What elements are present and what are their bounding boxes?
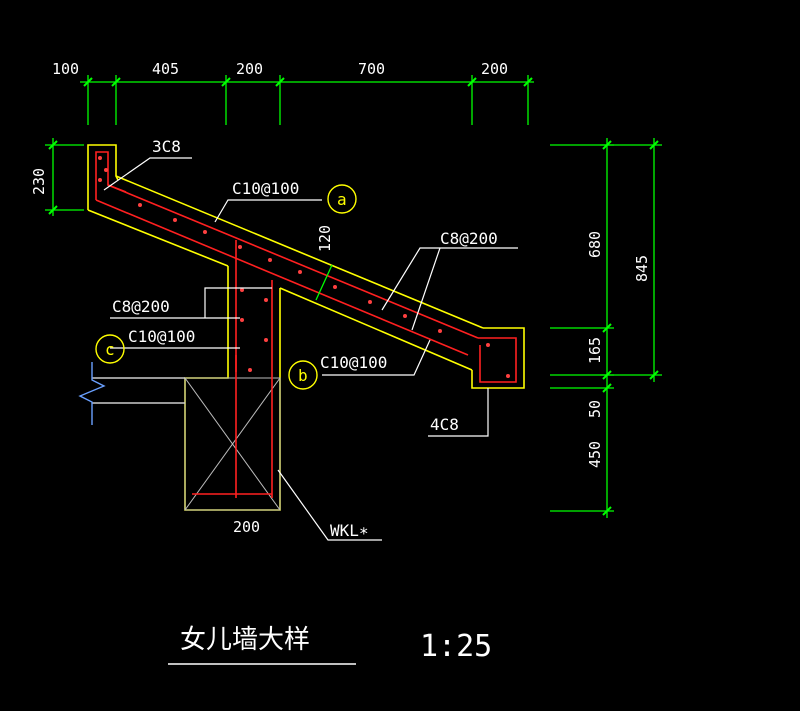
dimension-text: 100 405 200 700 200 230 680 165 50 450 8… xyxy=(30,60,651,536)
label-wall-dist: C8@200 xyxy=(112,297,170,316)
leader-lines xyxy=(103,157,518,541)
dim-top-5: 200 xyxy=(481,60,508,78)
beam-box xyxy=(184,377,281,511)
label-slab-rebar: C10@100 xyxy=(232,179,299,198)
dimension-ticks xyxy=(48,77,659,516)
rebar xyxy=(95,151,517,498)
slab-top-rebar xyxy=(107,184,479,339)
drawing-scale: 1:25 xyxy=(420,629,492,664)
dim-top-4: 700 xyxy=(358,60,385,78)
detail-bubbles: a b c xyxy=(95,184,357,390)
dim-right-outer: 845 xyxy=(633,255,651,282)
label-slab-dist: C8@200 xyxy=(440,229,498,248)
parapet-cap-outline xyxy=(87,144,119,210)
label-wall-rebar: C10@100 xyxy=(128,327,195,346)
dim-right-2: 165 xyxy=(586,337,604,364)
beam-cross-2 xyxy=(184,377,281,511)
dim-top-3: 200 xyxy=(236,60,263,78)
drawing-title: 女儿墙大样 xyxy=(180,625,310,655)
title-block: 女儿墙大样 1:25 xyxy=(168,625,492,665)
floor-slab xyxy=(78,362,185,425)
bubble-b: b xyxy=(298,366,308,385)
label-top-bar: 3C8 xyxy=(152,137,181,156)
rebar-dots xyxy=(98,156,510,378)
bubble-c: c xyxy=(105,340,115,359)
dim-top-1: 100 xyxy=(52,60,79,78)
bubble-b-circle xyxy=(288,360,318,390)
end-cap-outline xyxy=(471,327,525,389)
bubble-a: a xyxy=(337,190,347,209)
dim-top-2: 405 xyxy=(152,60,179,78)
rebar-labels: 3C8 C10@100 C8@200 C8@200 C10@100 C10@10… xyxy=(112,137,498,540)
slab-bottom-rebar xyxy=(95,199,469,356)
dimension-lines xyxy=(45,75,662,518)
dim-slab-thickness: 120 xyxy=(316,225,334,252)
label-end-bar: 4C8 xyxy=(430,415,459,434)
dim-right-1: 680 xyxy=(586,231,604,258)
bubble-c-circle xyxy=(95,334,125,364)
wall-outline xyxy=(184,266,281,511)
slab-bottom-edge-upper xyxy=(87,209,229,267)
label-slab-bottom-rebar: C10@100 xyxy=(320,353,387,372)
label-beam: WKL∗ xyxy=(330,521,369,540)
dim-right-3: 50 xyxy=(586,400,604,418)
break-line xyxy=(78,362,106,425)
bubble-a-circle xyxy=(327,184,357,214)
dim-beam-width: 200 xyxy=(233,518,260,536)
slab-top-edge xyxy=(115,175,484,329)
dim-right-4: 450 xyxy=(586,441,604,468)
slab-bottom-edge-lower xyxy=(279,287,473,371)
dim-left: 230 xyxy=(30,168,48,195)
end-rebar xyxy=(478,337,517,383)
